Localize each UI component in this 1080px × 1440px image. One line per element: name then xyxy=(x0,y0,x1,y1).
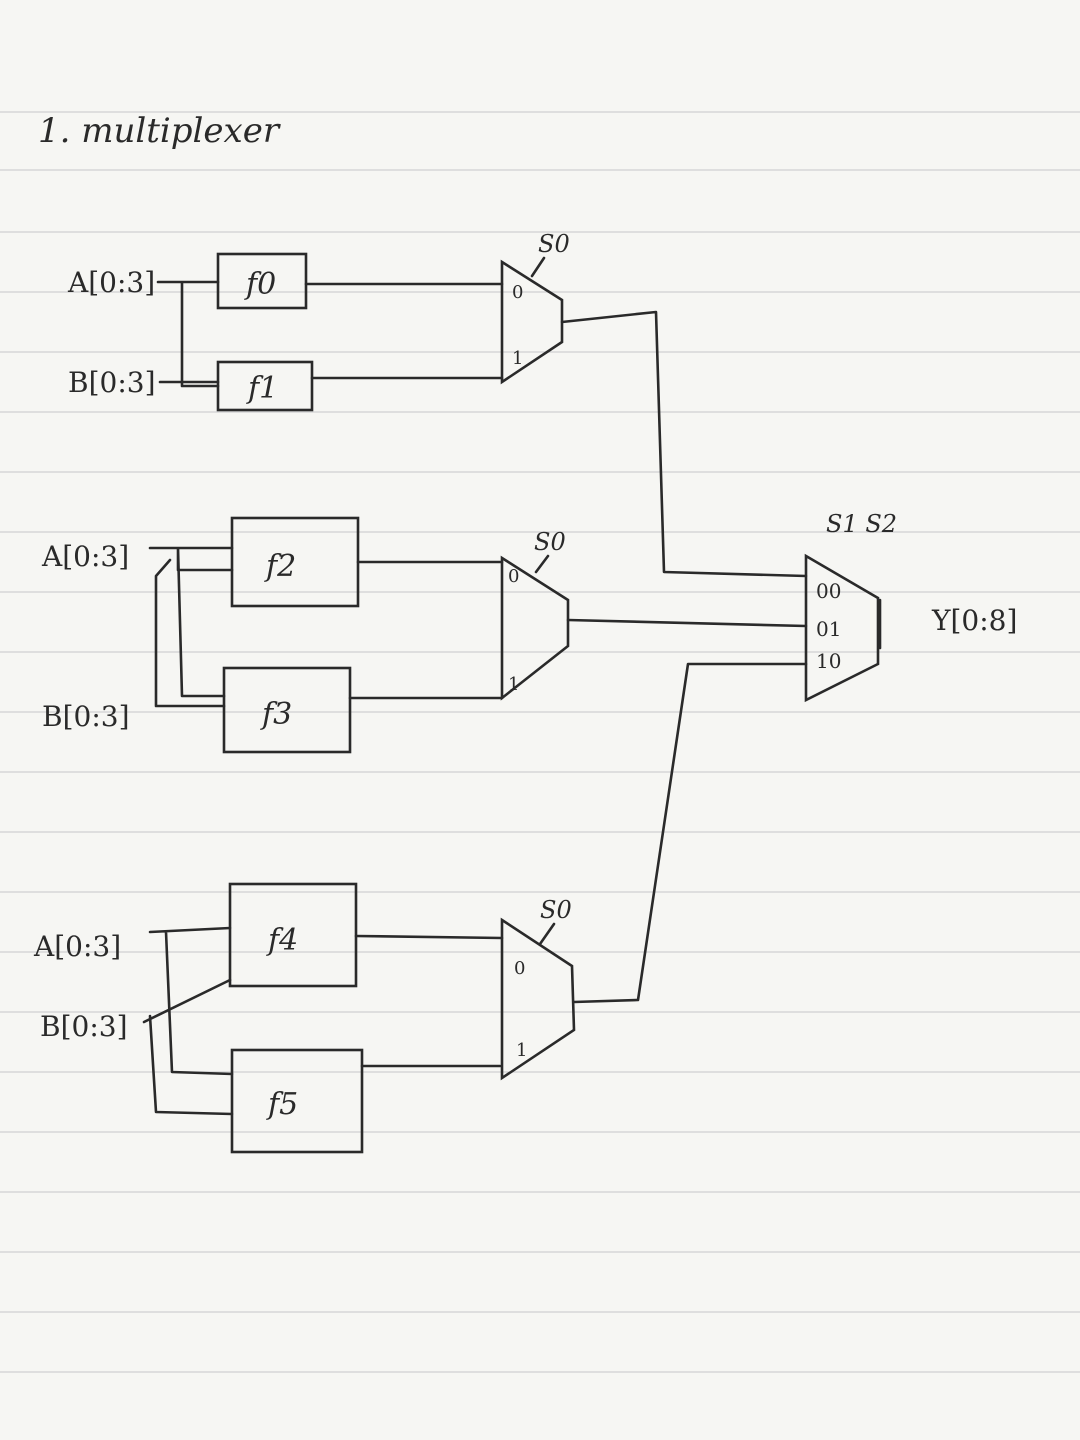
block-2-function-wires xyxy=(348,560,504,700)
mux-1-select-wire xyxy=(530,256,546,278)
mux-3-output-wire xyxy=(572,662,808,1004)
mux-3-input-1: 1 xyxy=(516,1040,527,1061)
block-2-b-input-label: B[0:3] xyxy=(42,700,130,733)
mux-2 xyxy=(500,555,570,701)
mux-3-input-0: 0 xyxy=(514,958,525,979)
mux-2-input-0: 0 xyxy=(508,566,519,587)
mux-1-output-wire xyxy=(560,310,808,578)
final-mux-input-10: 10 xyxy=(816,649,841,673)
mux-3-select-label: S0 xyxy=(540,896,572,924)
mux-2-output-wire xyxy=(566,618,808,628)
block-3-a-input-label: A[0:3] xyxy=(33,930,121,963)
block-1-a-input-label: A[0:3] xyxy=(67,266,155,299)
function-label-f3: f3 xyxy=(260,697,292,732)
block-1-b-input-label: B[0:3] xyxy=(68,366,156,399)
mux-2-input-1: 1 xyxy=(508,674,519,695)
function-label-f0: f0 xyxy=(244,267,276,302)
page-title: 1. multiplexer xyxy=(38,111,281,151)
final-mux-group: 00 01 10 S1 S2 Y[0:8] xyxy=(560,310,1017,1004)
output-label: Y[0:8] xyxy=(931,604,1017,637)
mux-2-select-label: S0 xyxy=(534,528,566,556)
final-mux xyxy=(804,553,880,703)
function-box-f5 xyxy=(230,1048,364,1154)
mux-3-select-wire xyxy=(538,922,556,946)
block-3-input-wires xyxy=(142,926,234,1116)
function-label-f4: f4 xyxy=(266,923,298,958)
ruled-lines xyxy=(0,111,1080,1373)
final-mux-input-00: 00 xyxy=(816,579,841,603)
block-3-b-input-label: B[0:3] xyxy=(40,1010,128,1043)
function-box-f3 xyxy=(222,666,352,754)
function-label-f5: f5 xyxy=(266,1087,298,1122)
mux-3 xyxy=(500,917,576,1081)
block-2-input-wires xyxy=(148,546,234,708)
block-3-function-wires xyxy=(354,934,504,1068)
mux-1-select-label: S0 xyxy=(538,230,570,258)
mux-2-select-wire xyxy=(534,554,550,574)
block-3: A[0:3] B[0:3] f4 f5 0 1 S0 xyxy=(33,882,576,1154)
final-mux-select-label: S1 S2 xyxy=(826,510,897,538)
block-2-a-input-label: A[0:3] xyxy=(41,540,129,573)
block-1: A[0:3] B[0:3] f0 f1 0 1 S0 xyxy=(67,230,570,412)
mux-1-input-0: 0 xyxy=(512,282,523,303)
mux-1 xyxy=(500,259,564,385)
final-mux-input-01: 01 xyxy=(816,617,841,641)
block-1-function-wires xyxy=(304,282,504,380)
mux-1-input-1: 1 xyxy=(512,348,523,369)
block-2: A[0:3] B[0:3] f2 f3 0 1 S0 xyxy=(41,516,570,754)
block-1-input-wires xyxy=(156,280,220,388)
function-label-f1: f1 xyxy=(246,371,278,406)
function-label-f2: f2 xyxy=(264,549,296,584)
